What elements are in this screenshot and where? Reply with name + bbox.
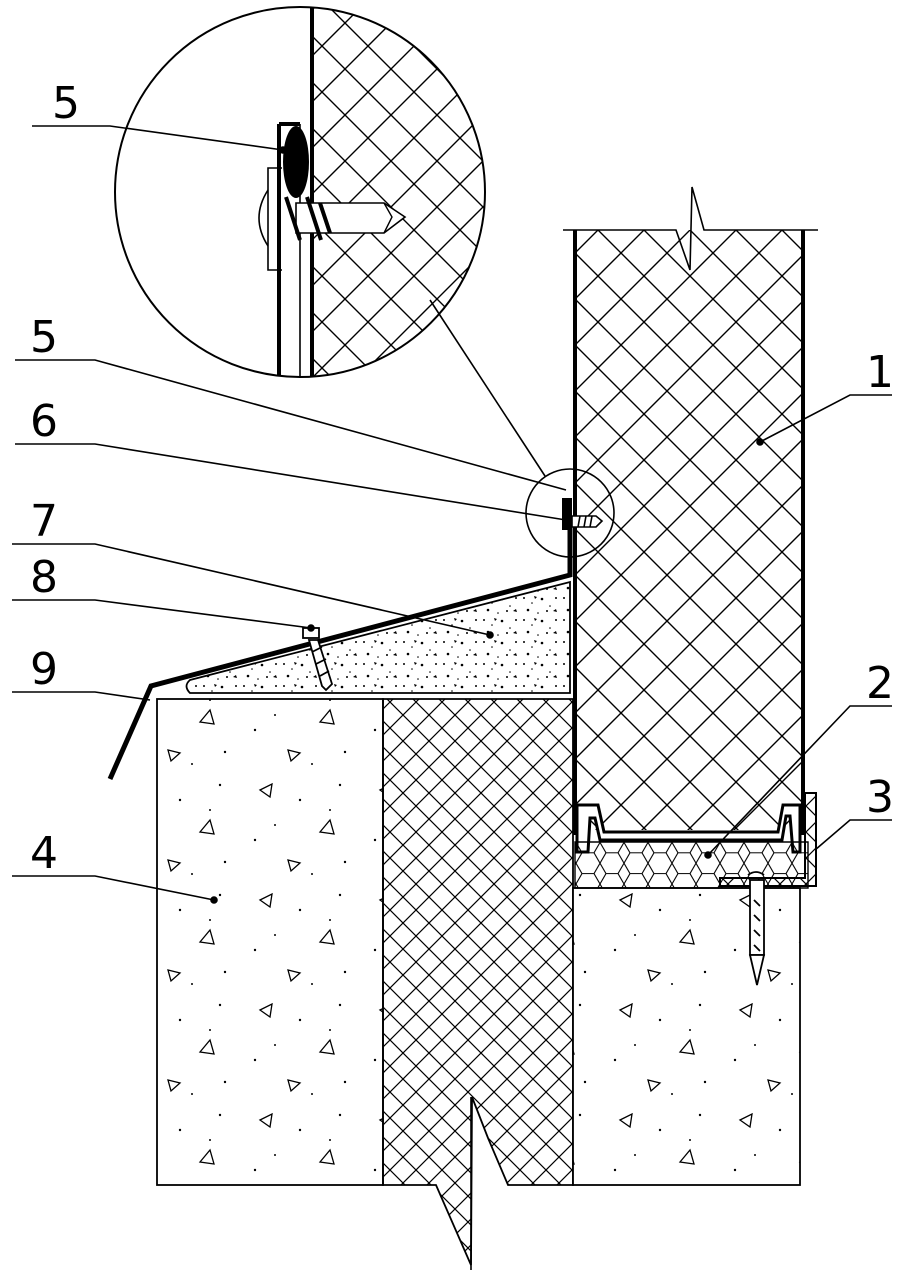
sealant-bead: [283, 126, 309, 198]
callout-2: 2: [866, 658, 894, 709]
callout-8: 8: [30, 552, 58, 603]
callout-5: 5: [30, 312, 58, 363]
flashing-screw: [571, 515, 604, 528]
magnified-detail: [258, 7, 485, 377]
concrete-block-left: [156, 698, 384, 1186]
callout-6: 6: [30, 396, 58, 447]
callout-4: 4: [30, 828, 58, 879]
callout-9: 9: [30, 644, 58, 695]
callout-5-magnified: 5: [52, 78, 80, 129]
base-angle: [719, 792, 817, 887]
detail-leader: [429, 299, 546, 477]
anchor-bolt: [747, 871, 766, 986]
leader-lines: [12, 125, 892, 904]
callout-7: 7: [30, 496, 58, 547]
sandwich-panel-core: [575, 230, 803, 830]
callout-3: 3: [866, 772, 894, 823]
concrete-block-right: [572, 887, 801, 1186]
bottom-channel: [575, 803, 802, 854]
foam-filler: [574, 841, 809, 889]
callout-1: 1: [866, 347, 894, 398]
self-tapping-screw: [302, 627, 334, 692]
magnifier-circle: [114, 6, 486, 378]
wall-insulation: [382, 698, 574, 1266]
callout-labels: 5 5 6 7 8 9 1 2 3 4: [30, 78, 894, 879]
mortar-bed: [185, 580, 571, 694]
break-line-top: [563, 186, 818, 271]
sill-flashing: [107, 520, 573, 781]
